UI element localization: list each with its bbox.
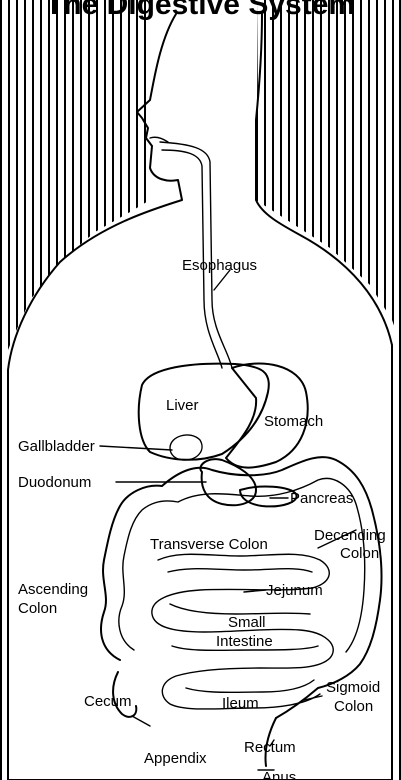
- esophagus-tube: [160, 142, 232, 368]
- appendix-leader-line: [132, 716, 150, 726]
- gallbladder-leader-line: [100, 446, 172, 450]
- label-small-intestine-line-2: Intestine: [216, 633, 273, 650]
- label-gallbladder: Gallbladder: [18, 438, 95, 455]
- label-appendix: Appendix: [144, 750, 207, 767]
- label-pancreas: Pancreas: [290, 490, 353, 507]
- label-small-intestine-line-1: Small: [228, 614, 266, 631]
- small-intestine-coils: [152, 554, 333, 709]
- label-ascending-colon-line-1: Ascending: [18, 581, 88, 598]
- label-decending-colon-line-1: Decending: [314, 527, 386, 544]
- label-ileum: Ileum: [222, 695, 259, 712]
- label-duodonum: Duodonum: [18, 474, 91, 491]
- striped-background-left: [0, 0, 150, 370]
- mouth-detail: [150, 137, 168, 142]
- label-anus: Anus: [262, 769, 296, 780]
- duodenum-organ: [200, 459, 256, 505]
- label-sigmoid-colon-line-2: Colon: [334, 698, 373, 715]
- label-stomach: Stomach: [264, 413, 323, 430]
- gallbladder-organ: [170, 435, 202, 460]
- jejunum-leader-line: [244, 590, 266, 592]
- label-transverse-colon: Transverse Colon: [150, 536, 268, 553]
- label-liver: Liver: [166, 397, 199, 414]
- diagram-title: The Digestive System: [45, 0, 355, 21]
- label-esophagus: Esophagus: [182, 257, 257, 274]
- striped-background-right: [256, 0, 401, 345]
- label-jejunum: Jejunum: [266, 582, 323, 599]
- label-ascending-colon-line-2: Colon: [18, 600, 57, 617]
- liver-organ: [139, 364, 269, 460]
- label-rectum: Rectum: [244, 739, 296, 756]
- label-decending-colon-line-2: Colon: [340, 545, 379, 562]
- label-sigmoid-colon-line-1: Sigmoid: [326, 679, 380, 696]
- label-cecum: Cecum: [84, 693, 132, 710]
